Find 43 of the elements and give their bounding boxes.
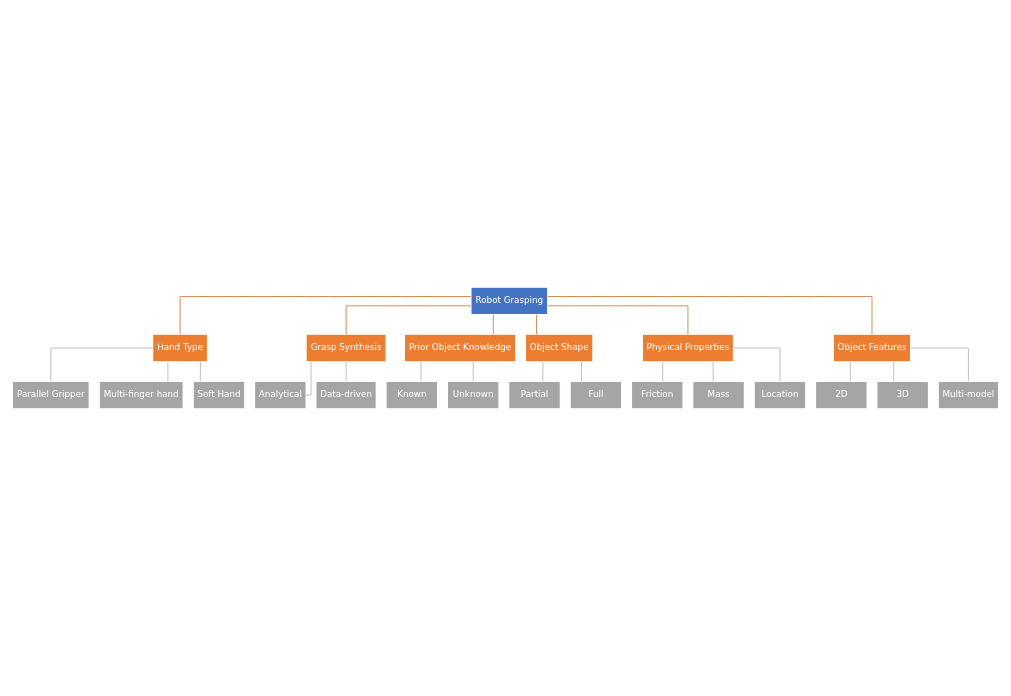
connector: [581, 361, 582, 382]
node-box: Robot Grasping: [470, 286, 549, 316]
connector: [305, 361, 312, 396]
node-box: Object Features: [832, 333, 912, 363]
node-box: Parallel Gripper: [11, 380, 90, 410]
connector: [542, 361, 544, 382]
node-box: Friction: [630, 380, 684, 410]
node-box: Unknown: [446, 380, 500, 410]
node-box: Prior Object Knowledge: [403, 333, 517, 363]
node-box: Multi-finger hand: [98, 380, 184, 410]
node-box: Grasp Synthesis: [305, 333, 387, 363]
node-box: 2D: [815, 380, 868, 410]
node-box: Location: [753, 380, 807, 410]
connector: [50, 347, 154, 382]
connector: [547, 296, 873, 335]
connector: [167, 361, 169, 382]
connector: [345, 305, 472, 335]
connector: [200, 361, 201, 382]
connector: [712, 361, 714, 382]
connector: [893, 361, 895, 382]
connector: [345, 361, 347, 382]
node-box: Soft Hand: [192, 380, 246, 410]
connector: [910, 347, 969, 382]
connector: [733, 347, 781, 382]
node-box: Mass: [692, 380, 745, 410]
connector: [179, 296, 472, 335]
connector: [492, 314, 494, 335]
node-box: Physical Properties: [641, 333, 734, 363]
connector: [662, 361, 664, 382]
node-box: Analytical: [254, 380, 307, 410]
connector: [472, 361, 474, 382]
node-box: 3D: [876, 380, 929, 410]
node-box: Object Shape: [524, 333, 594, 363]
connector: [536, 314, 537, 335]
node-box: Partial: [508, 380, 561, 410]
node-box: Known: [385, 380, 439, 410]
node-box: Data-driven: [315, 380, 377, 410]
connector: [849, 361, 851, 382]
node-box: Full: [569, 380, 623, 410]
connector: [420, 361, 422, 382]
node-box: Multi-model: [937, 380, 1000, 410]
connector: [547, 305, 689, 335]
node-box: Hand Type: [152, 333, 209, 363]
